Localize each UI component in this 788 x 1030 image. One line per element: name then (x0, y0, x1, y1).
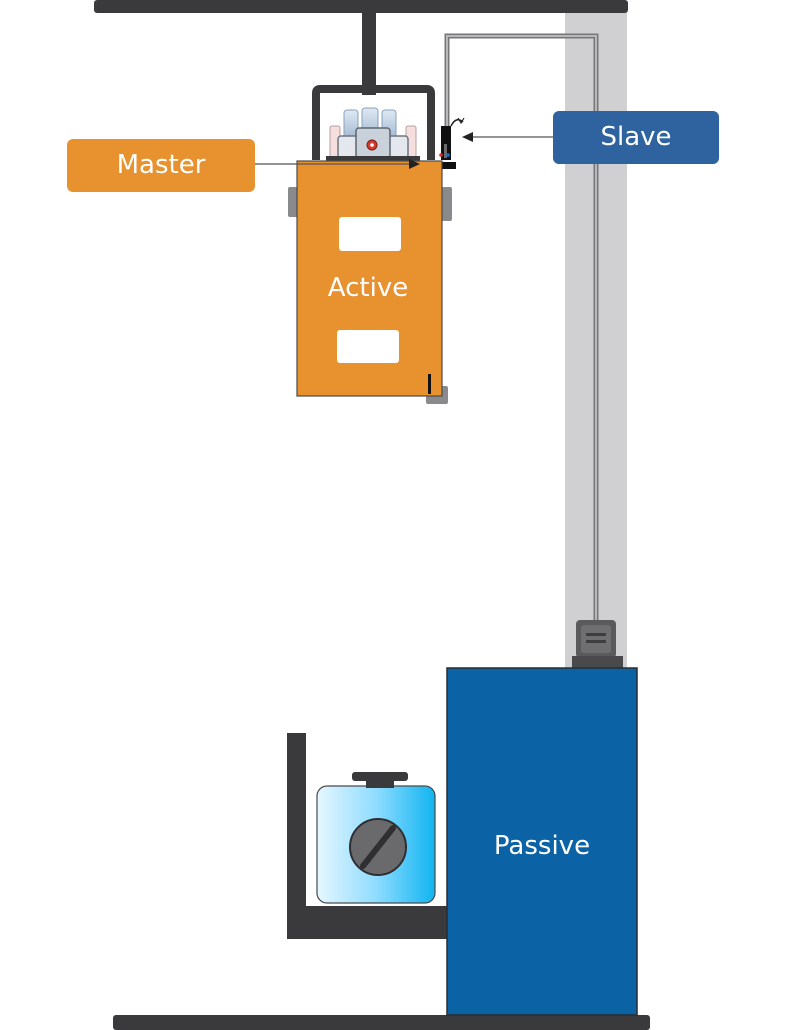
rail-carriage-icon (572, 620, 623, 668)
slave-sensor-icon (432, 117, 465, 169)
valve-assembly-icon (326, 107, 420, 162)
ceiling-beam (94, 0, 628, 13)
master-label: Master (117, 150, 206, 180)
tank-icon (316, 772, 436, 904)
active-upper-window (339, 217, 401, 251)
master-callout (67, 139, 255, 192)
active-lower-window (337, 330, 399, 363)
passive-unit (446, 667, 638, 1016)
active-label: Active (328, 273, 408, 303)
hanger-frame (312, 85, 435, 160)
passive-label: Passive (494, 831, 590, 861)
tank-bracket (287, 733, 449, 939)
slave-callout (553, 111, 719, 164)
active-unit (288, 160, 452, 404)
slave-label: Slave (600, 122, 671, 152)
floor-beam (113, 1015, 650, 1030)
hanger-rod (362, 13, 376, 95)
